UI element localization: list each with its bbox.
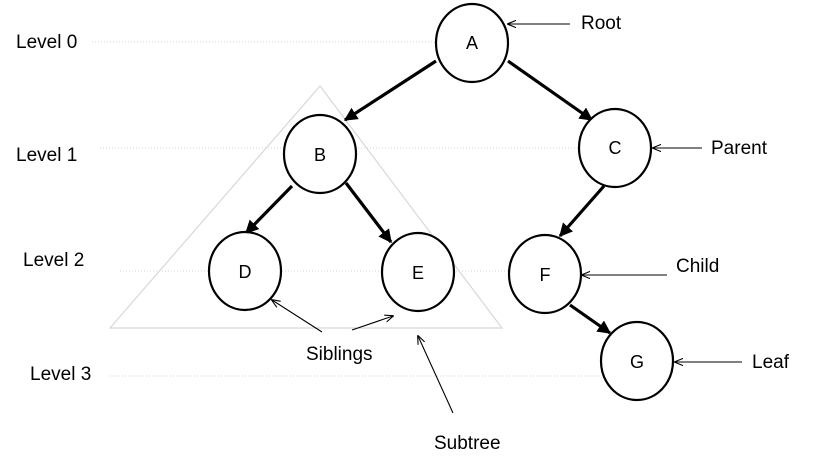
level-guides: [92, 41, 600, 377]
edge-a-c: [507, 59, 594, 122]
level-0-label: Level 0: [16, 32, 77, 53]
node-a: [434, 2, 510, 84]
node-b-label: B: [314, 145, 326, 165]
node-d: [207, 230, 283, 312]
node-e-label: E: [412, 263, 424, 283]
level-3-label: Level 3: [30, 364, 91, 385]
subtree-triangle: [108, 85, 504, 329]
node-c: [577, 107, 653, 189]
annotation-arrows: [272, 24, 742, 414]
siblings-annotation: Siblings: [306, 344, 373, 365]
node-g: [599, 320, 675, 402]
child-annotation: Child: [676, 256, 719, 277]
edge-c-f: [558, 184, 606, 238]
node-f: [507, 233, 583, 315]
node-a-label: A: [466, 33, 478, 53]
node-e: [380, 231, 456, 313]
level-1-label: Level 1: [16, 145, 77, 166]
subtree-annotation: Subtree: [434, 433, 501, 454]
root-annotation: Root: [581, 13, 622, 34]
edge-b-e: [344, 182, 393, 244]
edge-a-b: [343, 59, 437, 122]
level-2-label: Level 2: [23, 250, 84, 271]
siblings-pointer-e: [351, 316, 393, 331]
tree-nodes: [207, 2, 675, 402]
node-c-label: C: [609, 138, 622, 158]
subtree-pointer: [418, 336, 454, 414]
node-b: [282, 113, 358, 195]
edge-b-d: [244, 184, 294, 235]
node-d-label: D: [239, 262, 252, 282]
node-g-label: G: [630, 352, 644, 372]
siblings-pointer-d: [272, 300, 323, 333]
parent-annotation: Parent: [711, 138, 768, 159]
edge-f-g: [569, 303, 612, 335]
leaf-annotation: Leaf: [752, 352, 790, 373]
tree-edges: [244, 59, 612, 335]
node-f-label: F: [540, 265, 551, 285]
